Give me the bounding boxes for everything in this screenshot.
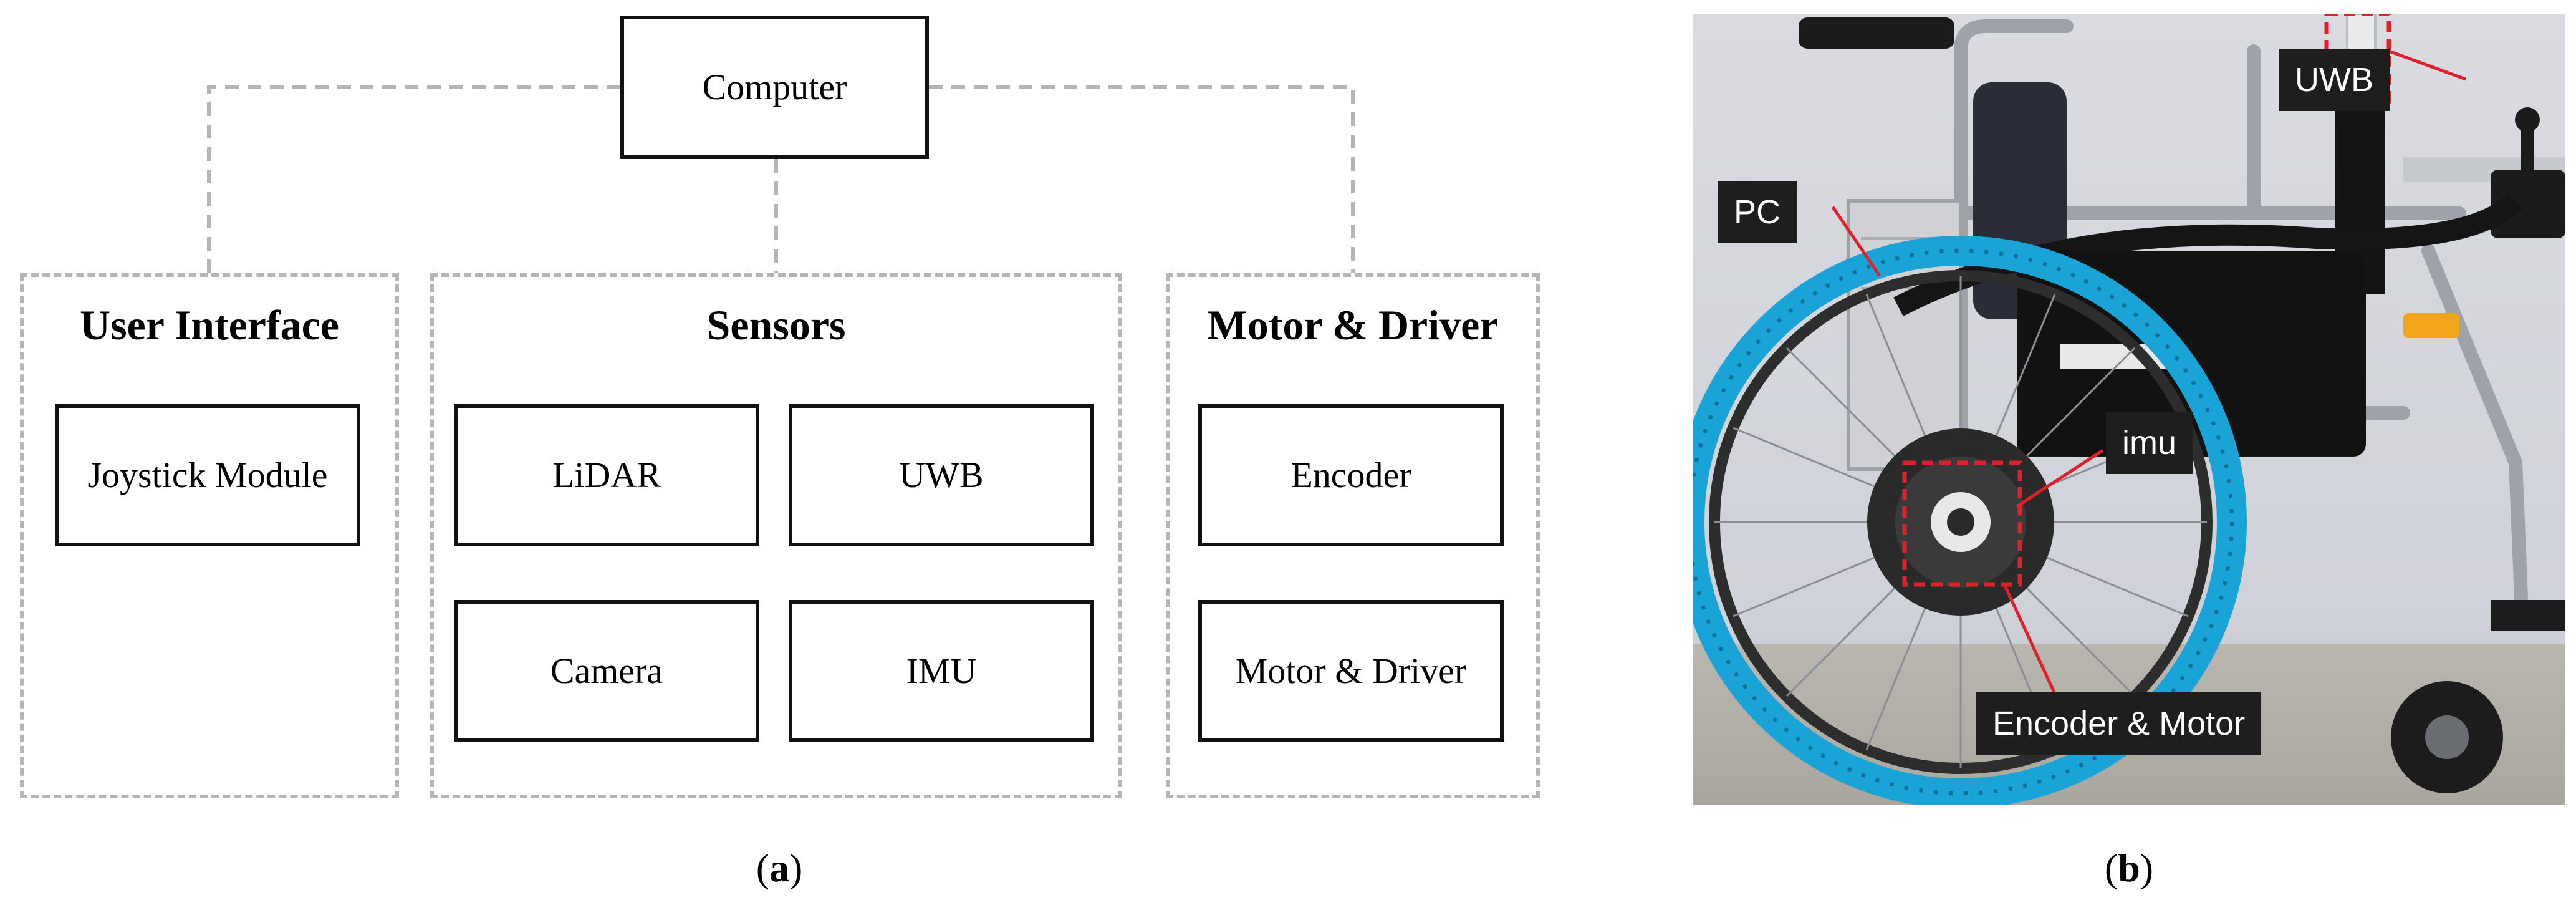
pc-label-tag: PC — [1718, 181, 1797, 243]
camera-box: Camera — [454, 600, 759, 742]
user-interface-title: User Interface — [79, 301, 339, 349]
joystick-knob — [2515, 107, 2540, 132]
diagram-connectors — [207, 85, 1355, 273]
imu-label-tag: imu — [2106, 412, 2193, 474]
motor-leader-line — [2002, 583, 2056, 694]
uwb-leader-line — [2388, 49, 2466, 81]
caption-a-letter: a — [769, 846, 789, 890]
imu-leader-line — [2016, 448, 2104, 508]
motor-driver-label: Motor & Driver — [1235, 651, 1467, 692]
encoder-label: Encoder — [1290, 455, 1411, 496]
uwb-tag-text: UWB — [2295, 61, 2373, 99]
joystick-module-box: Joystick Module — [55, 404, 360, 546]
computer-label: Computer — [702, 67, 847, 108]
camera-label: Camera — [550, 651, 663, 692]
connector-computer-motor-driver — [929, 85, 1355, 273]
imu-tag-text: imu — [2122, 424, 2177, 462]
uwb-box: UWB — [789, 404, 1094, 546]
joystick-stick — [2521, 120, 2534, 173]
uwb-label-tag: UWB — [2279, 49, 2390, 111]
pc-leader-line — [1831, 206, 1882, 277]
motor-driver-box: Motor & Driver — [1198, 600, 1504, 742]
lidar-box: LiDAR — [454, 404, 759, 546]
encoder-motor-label-tag: Encoder & Motor — [1976, 692, 2262, 755]
motor-driver-title: Motor & Driver — [1207, 301, 1499, 349]
imu-label: IMU — [906, 651, 977, 692]
motor-driver-group: Motor & Driver — [1166, 273, 1540, 798]
caption-b-letter: b — [2118, 846, 2140, 890]
joystick-controller — [2491, 170, 2565, 238]
sensors-group: Sensors — [430, 273, 1122, 798]
wheelchair-photo — [1693, 14, 2565, 805]
uwb-label: UWB — [899, 455, 984, 496]
push-handle-grip — [1799, 17, 1954, 49]
encoder-motor-tag-text: Encoder & Motor — [1992, 705, 2246, 742]
encoder-box: Encoder — [1198, 404, 1504, 546]
sensors-title: Sensors — [706, 301, 846, 349]
caption-a: (a) — [756, 846, 803, 890]
lidar-label: LiDAR — [552, 455, 661, 496]
motor-callout-box — [1902, 460, 2022, 587]
reflector — [2403, 313, 2459, 338]
imu-box: IMU — [789, 600, 1094, 742]
footrest — [2491, 600, 2565, 631]
connector-computer-user-interface — [207, 85, 620, 273]
user-interface-group: User Interface — [20, 273, 399, 798]
joystick-module-label: Joystick Module — [87, 455, 328, 496]
computer-box: Computer — [620, 16, 929, 159]
caption-b: (b) — [2104, 846, 2154, 890]
pc-tag-text: PC — [1734, 193, 1781, 231]
